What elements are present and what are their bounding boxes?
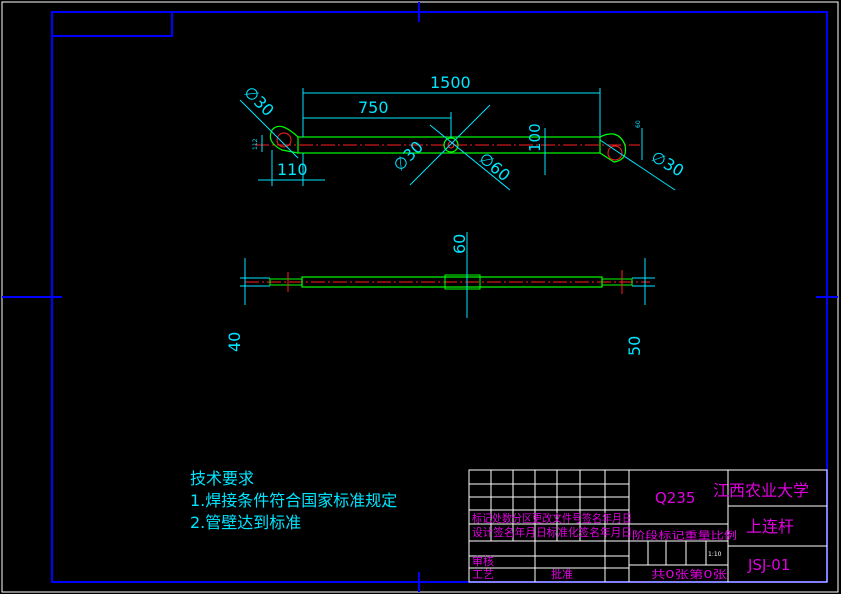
part-name: 上连杆 — [746, 517, 794, 536]
dia-center-large-text: ∅60 — [475, 149, 513, 186]
title-block-outline — [468, 469, 828, 583]
right-end — [599, 133, 627, 163]
right-hole — [607, 145, 623, 161]
school-name: 江西农业大学 — [713, 481, 809, 500]
process-label: 工艺 — [472, 568, 494, 581]
dim-110-text: 110 — [277, 160, 308, 179]
dim-60-small-text: 60 — [635, 120, 642, 128]
top-view — [255, 125, 640, 163]
front-left-end — [269, 278, 303, 286]
revision-row: 标记处数分区更改文件号签名年月日 — [472, 511, 632, 525]
dim-40-text: 40 — [225, 332, 244, 352]
dim-112-text: 112 — [252, 138, 259, 150]
dim-100-text: 100 — [526, 123, 544, 152]
sheets-text: 共0张第0张 — [651, 567, 727, 581]
leader-center-dia30 — [409, 104, 491, 186]
dia-left-text: ∅30 — [240, 82, 278, 120]
review-label: 审核 — [472, 554, 494, 568]
drawing-frame — [51, 11, 828, 583]
bar-outline — [297, 136, 601, 154]
material-text: Q235 — [655, 489, 695, 507]
left-end — [269, 125, 299, 154]
scale-text: 1:10 — [708, 551, 722, 558]
front-center-boss — [444, 274, 481, 290]
leader-right-dia — [599, 139, 676, 191]
front-dimensions — [240, 232, 655, 318]
leader-left-dia — [239, 99, 299, 159]
drawing-number: JSJ-01 — [747, 556, 790, 574]
notes-line-2: 2.管壁达到标准 — [190, 513, 301, 532]
design-row: 设计签名年月日标准化签名年月日 — [472, 525, 632, 539]
left-hole — [276, 132, 292, 148]
front-view — [245, 270, 650, 294]
dim-60-text: 60 — [450, 234, 469, 254]
dim-750-text: 750 — [358, 98, 389, 117]
dia-center-small-text: ∅30 — [389, 137, 427, 175]
dim-50-text: 50 — [625, 336, 644, 356]
top-dimensions — [239, 88, 676, 191]
front-right-end — [601, 278, 633, 286]
corner-box — [51, 11, 173, 37]
notes-title: 技术要求 — [190, 469, 254, 488]
leader-center-dia60 — [429, 124, 511, 191]
notes-line-1: 1.焊接条件符合国家标准规定 — [190, 491, 397, 510]
title-block — [468, 469, 828, 583]
approve-label: 批准 — [551, 567, 573, 581]
dim-1500-text: 1500 — [430, 73, 471, 92]
stage-labels: 阶段标记重量比例 — [632, 529, 737, 542]
